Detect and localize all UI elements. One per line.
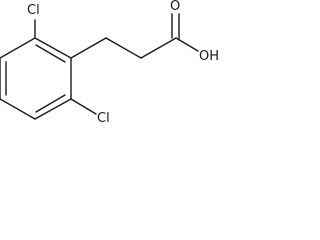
chain-bond-3 — [140, 37, 177, 59]
molecule-structure — [0, 13, 199, 120]
benzene-ring — [0, 37, 72, 120]
ring-double-bond — [35, 94, 66, 113]
hydroxyl-label: OH — [199, 49, 220, 64]
ring-double-bond — [35, 44, 66, 63]
carbonyl-oxygen-label: O — [170, 0, 181, 14]
c-oh-bond — [175, 37, 199, 52]
c-cl-bond-bottom — [70, 98, 97, 115]
ring-bond — [34, 98, 72, 120]
substituent-bonds — [34, 13, 199, 115]
chain-bond-1 — [70, 37, 107, 59]
ring-bond — [0, 98, 36, 120]
chain-bond-2 — [105, 37, 142, 59]
ring-bond — [34, 37, 72, 59]
ring-bond — [0, 37, 36, 59]
chlorine-label-top: Cl — [27, 3, 40, 18]
chlorine-label-bottom: Cl — [97, 111, 110, 126]
